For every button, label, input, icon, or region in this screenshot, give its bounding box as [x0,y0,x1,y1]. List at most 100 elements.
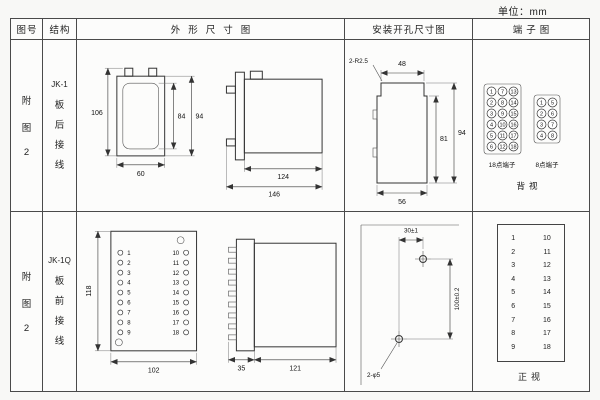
cutout-shape [372,82,428,183]
terminal-pin-circle [117,309,124,315]
wiring-char: 线 [54,336,65,347]
wiring-char: 接 [54,140,65,151]
cell-mounting-row2: 30±1 100±0.2 2-φ5 [345,212,473,391]
terminal-number: 14 [543,289,551,297]
terminal-pin-circle [117,249,124,256]
terminal-pin-circle [536,119,547,129]
dim-block-depth: 35 [238,365,246,372]
fig-char: 2 [23,147,30,158]
header-mounting: 安装开孔尺寸图 [345,19,473,40]
header-structure: 结构 [43,19,77,40]
terminal-pin-circle [183,289,189,295]
terminal-pin-number: 8 [551,133,554,139]
terminal-pin-circle [536,108,547,118]
model-label-jk1q: JK-1Q [48,256,71,265]
terminal-pin-number: 7 [501,89,504,95]
terminal-number: 9 [511,343,516,351]
header-terminal-label: 端子图 [512,25,554,36]
terminal-pin-circle [183,259,189,265]
dim-depth-total: 146 [268,191,280,198]
cell-mounting-row1: 2-R2.5 48 81 94 56 [345,40,473,212]
terminal-number: 15 [543,303,551,311]
terminal-pin-number: 8 [127,320,131,326]
terminal-pin-circle [117,279,124,285]
outline-drawing-jk1: 106 84 94 60 [91,67,323,198]
cutout-dimensions: 2-R2.5 48 81 94 56 [349,58,466,206]
terminal-pin-circle [117,289,124,295]
terminal-pin-number: 9 [127,330,131,336]
wiring-char: 后 [54,120,65,131]
terminal-pin-number: 5 [127,290,131,296]
header-fig-no: 图号 [11,19,43,40]
header-outline-label: 外形尺寸图 [170,25,259,36]
wiring-char: 接 [54,316,65,327]
cell-outline-row1: 106 84 94 60 [77,40,345,212]
terminal-number: 5 [511,289,516,297]
terminal-pin-number: 12 [172,270,179,276]
terminal-pin-circle [183,269,189,275]
terminal-pin-number: 16 [172,310,179,316]
terminal-pin-number: 13 [510,89,516,95]
terminal-pin-number: 6 [551,111,554,117]
terminal-number: 8 [511,330,516,338]
dim-hole-pitch-x: 30±1 [404,227,418,234]
terminal-pin-circle [508,141,519,151]
side-view-jk1 [225,70,323,160]
terminal-pin-number: 18 [172,330,179,336]
header-fig-no-label: 图号 [16,25,38,36]
dim-cutout-top-width: 48 [398,61,406,68]
terminal-pin-number: 3 [127,270,131,276]
dim-height-outer: 94 [196,113,204,120]
terminal-pin-number: 17 [172,320,179,326]
terminal-pin-circle [497,130,508,140]
view-label-rear: 背视 [516,181,541,191]
terminal-pin-number: 4 [540,133,543,139]
wiring-type-rear: 板后接线 [55,97,65,171]
terminal-pin-number: 7 [551,122,554,128]
dim-corner-radius: 2-R2.5 [349,58,368,65]
terminal-pin-circle [547,119,558,129]
terminal-pin-number: 1 [127,250,131,256]
terminal-pin-circle [508,97,519,107]
terminal-pin-circle [536,130,547,140]
terminal-pin-circle [183,319,189,325]
terminal-pin-circle [547,97,558,107]
dim-body-depth: 121 [289,365,301,372]
terminal-pin-circle [486,141,497,151]
terminal-pin-number: 16 [510,122,516,128]
terminal-pin-circle [497,97,508,107]
dim-height-inner: 84 [178,113,186,120]
terminal-pin-number: 8 [501,100,504,106]
terminal-pin-circle [486,119,497,129]
terminal-pin-number: 5 [490,133,493,139]
terminal-pin-number: 13 [172,280,179,286]
dim-height-total: 106 [91,110,103,117]
terminal-pin-number: 10 [172,250,179,256]
terminal-pin-number: 11 [500,133,506,139]
terminal-pin-number: 9 [501,111,504,117]
terminal-pin-number: 2 [127,260,131,266]
model-label-jk1: JK-1 [51,80,68,89]
fig-char: 图 [21,123,32,134]
terminal-pin-circle [183,299,189,305]
terminal-pin-number: 1 [490,89,493,95]
wiring-char: 板 [54,100,65,111]
dim-cutout-bottom-width: 56 [398,199,406,206]
terminal-pin-number: 15 [172,300,179,306]
terminal-pin-number: 7 [127,310,131,316]
terminal-pin-circle [508,86,519,96]
mounting-hole-drawing-jk1: 2-R2.5 48 81 94 56 [349,58,466,206]
terminal-pin-number: 6 [490,144,493,150]
terminal-pin-circle [183,309,189,315]
terminal-pin-circle [486,86,497,96]
terminal-pin-circle [117,259,124,265]
terminal-pin-circle [497,119,508,129]
unit-label: 单位：mm [498,7,548,18]
terminal-pin-circle [497,108,508,118]
